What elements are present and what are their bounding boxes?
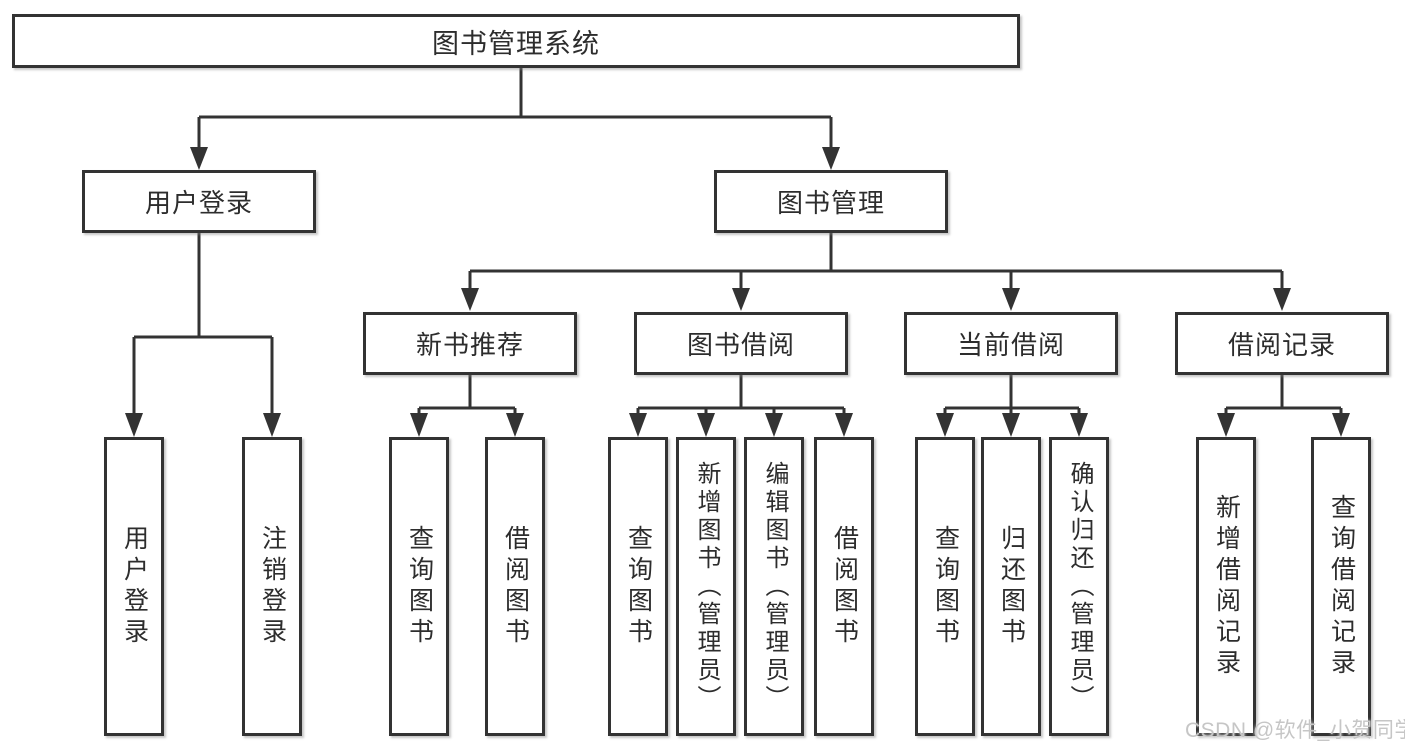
leaf-label: 注销登录 xyxy=(258,524,287,649)
arrowhead xyxy=(506,413,524,437)
arrowhead xyxy=(765,413,783,437)
wire-borrowing-branch xyxy=(636,375,846,420)
arrowhead xyxy=(1332,413,1350,437)
leaf-query-books: 查询图书 xyxy=(608,437,668,736)
node-label: 当前借阅 xyxy=(956,330,1065,360)
node-book-borrowing: 图书借阅 xyxy=(634,312,848,375)
node-label: 用户登录 xyxy=(144,188,253,218)
arrowhead xyxy=(629,413,647,437)
node-label: 图书管理系统 xyxy=(432,28,600,59)
arrowhead xyxy=(1273,288,1291,311)
leaf-query-borrow-record: 查询借阅记录 xyxy=(1311,437,1371,736)
wire-user-login-branch xyxy=(132,233,274,418)
leaf-label: 新增借阅记录 xyxy=(1212,493,1241,680)
leaf-label: 借阅图书 xyxy=(830,524,859,649)
node-label: 图书管理 xyxy=(776,188,885,218)
leaf-label: 查询图书 xyxy=(931,524,960,649)
leaf-label: 用户登录 xyxy=(120,524,149,649)
node-label: 新书推荐 xyxy=(415,330,524,360)
arrowhead xyxy=(1217,413,1235,437)
csdn-watermark: CSDN @软件_小贺同学 xyxy=(1185,719,1405,742)
node-current-borrowing: 当前借阅 xyxy=(904,312,1118,375)
leaf-query-books: 查询图书 xyxy=(389,437,449,736)
node-book-management-system: 图书管理系统 xyxy=(12,14,1020,68)
leaf-logout-login: 注销登录 xyxy=(242,437,302,736)
arrowhead xyxy=(190,147,208,170)
leaf-add-books-admin: 新增图书（管理员） xyxy=(676,437,736,736)
leaf-label: 编辑图书（管理员） xyxy=(761,460,788,713)
leaf-borrow-books: 借阅图书 xyxy=(485,437,545,736)
leaf-user-login: 用户登录 xyxy=(104,437,164,736)
wire-new-books-branch xyxy=(417,375,517,420)
arrowhead xyxy=(461,288,479,311)
node-book-management: 图书管理 xyxy=(714,170,948,233)
leaf-label: 确认归还（管理员） xyxy=(1066,460,1093,713)
leaf-confirm-return-admin: 确认归还（管理员） xyxy=(1049,437,1109,736)
leaf-label: 借阅图书 xyxy=(501,524,530,649)
arrowheads xyxy=(125,147,1350,437)
leaf-label: 新增图书（管理员） xyxy=(693,460,720,713)
leaf-edit-books-admin: 编辑图书（管理员） xyxy=(744,437,804,736)
node-user-login: 用户登录 xyxy=(82,170,316,233)
leaf-label: 查询借阅记录 xyxy=(1327,493,1356,680)
leaf-query-books: 查询图书 xyxy=(915,437,975,736)
leaf-return-books: 归还图书 xyxy=(981,437,1041,736)
leaf-label: 归还图书 xyxy=(997,524,1026,649)
leaf-add-borrow-record: 新增借阅记录 xyxy=(1196,437,1256,736)
node-label: 借阅记录 xyxy=(1227,330,1336,360)
arrowhead xyxy=(822,147,840,170)
arrowhead xyxy=(697,413,715,437)
arrowhead xyxy=(1002,413,1020,437)
arrowhead xyxy=(1070,413,1088,437)
leaf-label: 查询图书 xyxy=(405,524,434,649)
node-new-book-recommendation: 新书推荐 xyxy=(363,312,577,375)
node-borrowing-records: 借阅记录 xyxy=(1175,312,1389,375)
node-label: 图书借阅 xyxy=(686,330,795,360)
leaf-borrow-books: 借阅图书 xyxy=(814,437,874,736)
arrowhead xyxy=(1002,288,1020,311)
arrowhead xyxy=(263,413,281,437)
wire-records-branch xyxy=(1224,375,1343,420)
wire-book-mgmt-branch xyxy=(468,233,1284,293)
arrowhead xyxy=(835,413,853,437)
arrowhead xyxy=(936,413,954,437)
arrowhead xyxy=(410,413,428,437)
wire-root-to-level2 xyxy=(197,68,833,152)
arrowhead xyxy=(125,413,143,437)
leaf-label: 查询图书 xyxy=(624,524,653,649)
arrowhead xyxy=(732,288,750,311)
